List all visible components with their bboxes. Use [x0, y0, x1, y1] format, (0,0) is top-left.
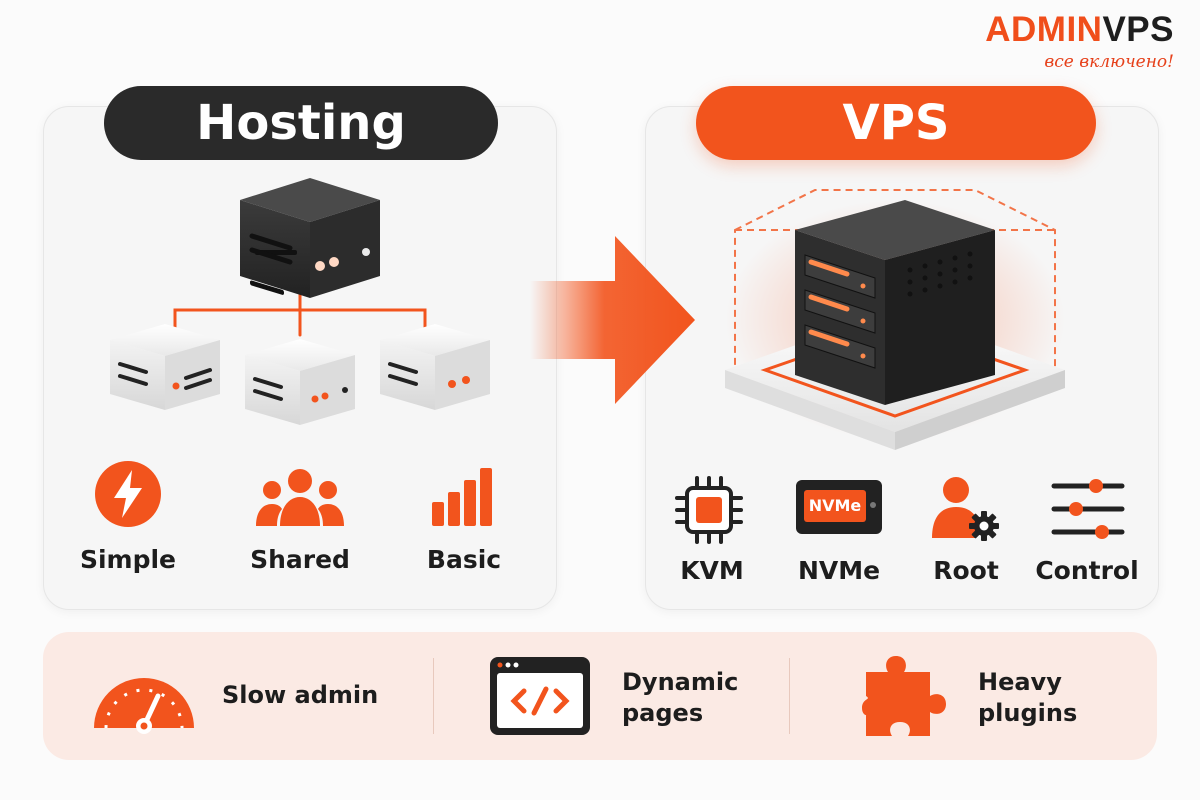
feature-label-control: Control	[1035, 556, 1139, 585]
issue-label-heavy-plugins: Heavy plugins	[978, 667, 1077, 729]
signal-bars-icon	[432, 468, 492, 526]
server-vent-grid	[907, 251, 973, 297]
issues-divider	[433, 658, 434, 734]
vps-title: VPS	[696, 86, 1096, 160]
feature-label-nvme: NVMe	[797, 556, 881, 585]
main-server-icon	[240, 178, 380, 298]
hosting-title: Hosting	[104, 86, 498, 160]
shared-server-icon	[380, 324, 490, 410]
server-drive-bays	[804, 254, 876, 369]
issue-label-line: Slow admin	[222, 681, 379, 709]
feature-label-root: Root	[933, 556, 999, 585]
admin-vps-logo: ADMINVPS все включено!	[985, 12, 1174, 73]
logo-part-vps: VPS	[1102, 10, 1174, 49]
issue-label-line: plugins	[978, 699, 1078, 727]
user-gear-icon	[932, 477, 999, 541]
issues-divider	[789, 658, 790, 734]
issue-label-dynamic-pages: Dynamic pages	[622, 667, 738, 729]
issue-label-line: Dynamic	[622, 668, 739, 696]
logo-tagline: все включено!	[1044, 52, 1174, 72]
arrow-right-icon	[530, 236, 695, 404]
shared-server-icon	[245, 339, 355, 425]
nvme-drive-icon: NVMe	[796, 480, 882, 534]
speedometer-icon	[94, 678, 194, 734]
logo-wordmark: ADMINVPS	[985, 12, 1174, 48]
feature-label-shared: Shared	[250, 545, 350, 574]
logo-part-admin: ADMIN	[985, 10, 1103, 49]
connection-lines	[173, 288, 427, 337]
issue-label-slow-admin: Slow admin	[222, 680, 378, 711]
shared-server-icon	[110, 324, 220, 410]
nvme-badge: NVMe	[804, 490, 866, 522]
nvme-led	[870, 502, 876, 508]
code-window-icon	[490, 657, 590, 735]
shared-hosting-illustration	[110, 178, 490, 425]
vps-server-illustration	[725, 189, 1065, 450]
feature-label-basic: Basic	[426, 545, 502, 574]
feature-label-simple: Simple	[79, 545, 177, 574]
issue-label-line: pages	[622, 699, 704, 727]
lightning-icon	[95, 461, 161, 527]
cpu-chip-icon	[675, 476, 743, 544]
feature-label-kvm: KVM	[680, 556, 744, 585]
puzzle-piece-icon	[862, 656, 946, 736]
users-icon	[256, 469, 344, 526]
issues-bar	[43, 632, 1157, 760]
issue-label-line: Heavy	[978, 668, 1062, 696]
sliders-icon	[1051, 479, 1125, 539]
